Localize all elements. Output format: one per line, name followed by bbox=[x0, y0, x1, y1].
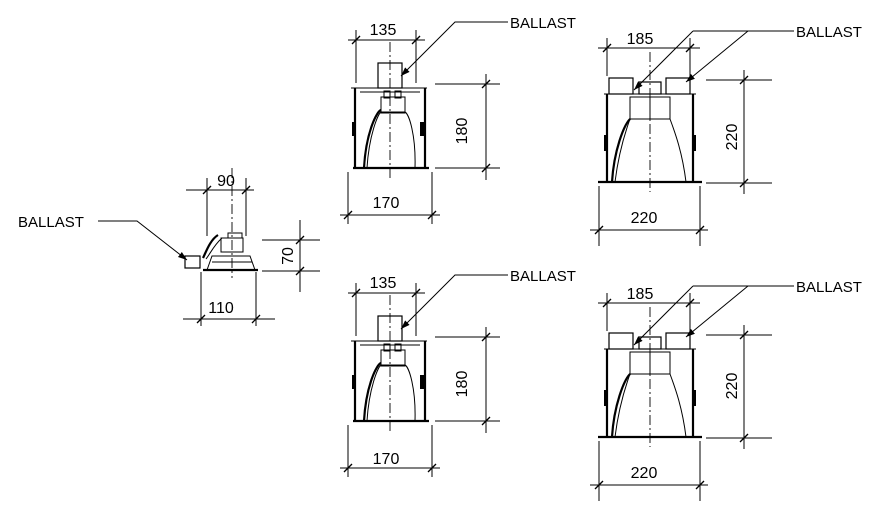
fixture-small-body bbox=[202, 232, 258, 272]
fixture-mid-bottom: 135 170 180 BALLAST bbox=[340, 268, 576, 477]
ballast-box bbox=[665, 332, 691, 350]
dimension-width-top: 185 bbox=[598, 31, 700, 76]
ballast-label: BALLAST bbox=[796, 279, 862, 296]
ballast-label: BALLAST bbox=[18, 214, 84, 231]
dimension-width-bottom: 220 bbox=[590, 186, 708, 246]
fixture-mid-top: 135 170 180 BALLAST bbox=[340, 15, 576, 224]
dimension-label-height: 180 bbox=[454, 118, 471, 145]
fixture-large-top: 185 220 220 BALLAST bbox=[590, 24, 862, 246]
ballast-callout: BALLAST bbox=[633, 279, 862, 346]
fixture-mid-top-body bbox=[351, 87, 429, 170]
dimension-label-height: 220 bbox=[724, 124, 741, 151]
dimension-width-bottom: 170 bbox=[340, 172, 440, 224]
fixture-large-bottom: 185 220 220 BALLAST bbox=[590, 279, 862, 501]
dimension-width-top: 90 bbox=[186, 173, 254, 236]
fixture-small: 90 110 70 BALLAST bbox=[18, 168, 320, 326]
ballast-callout: BALLAST bbox=[400, 15, 576, 77]
fixture-mid-bottom-body bbox=[351, 340, 429, 423]
dimension-width-bottom: 170 bbox=[340, 425, 440, 477]
dimension-label-width-top: 185 bbox=[627, 31, 654, 48]
dimension-width-bottom: 220 bbox=[590, 441, 708, 501]
ballast-box bbox=[665, 77, 691, 95]
ballast-box bbox=[184, 255, 201, 269]
dimension-label-width-bottom: 220 bbox=[631, 210, 658, 227]
dimension-label-width-top: 135 bbox=[370, 275, 397, 292]
ballast-box bbox=[608, 77, 634, 95]
dimension-label-width-top: 185 bbox=[627, 286, 654, 303]
ballast-callout: BALLAST bbox=[18, 214, 188, 261]
ballast-label: BALLAST bbox=[510, 15, 576, 32]
ballast-box bbox=[608, 332, 634, 350]
dimension-label-width-bottom: 110 bbox=[208, 300, 234, 317]
dimension-width-top: 135 bbox=[348, 275, 425, 336]
ballast-label: BALLAST bbox=[510, 268, 576, 285]
dimension-label-width-top: 90 bbox=[217, 173, 235, 190]
dimension-height: 220 bbox=[706, 70, 772, 194]
dimension-label-height: 180 bbox=[454, 371, 471, 398]
dimension-label-width-bottom: 170 bbox=[373, 195, 400, 212]
dimension-height: 70 bbox=[262, 220, 320, 292]
dimension-width-bottom: 110 bbox=[183, 272, 275, 326]
dimension-width-top: 185 bbox=[598, 286, 700, 331]
ballast-label: BALLAST bbox=[796, 24, 862, 41]
dimension-height: 180 bbox=[435, 327, 500, 433]
dimension-height: 180 bbox=[435, 74, 500, 180]
dimension-height: 220 bbox=[706, 325, 772, 449]
dimension-label-width-bottom: 220 bbox=[631, 465, 658, 482]
dimension-label-width-top: 135 bbox=[370, 22, 397, 39]
dimension-label-width-bottom: 170 bbox=[373, 451, 400, 468]
dimension-label-height: 220 bbox=[724, 373, 741, 400]
ballast-callout: BALLAST bbox=[400, 268, 576, 330]
dimension-width-top: 135 bbox=[348, 22, 425, 83]
ballast-callout: BALLAST bbox=[633, 24, 862, 91]
dimension-label-height: 70 bbox=[280, 247, 297, 265]
